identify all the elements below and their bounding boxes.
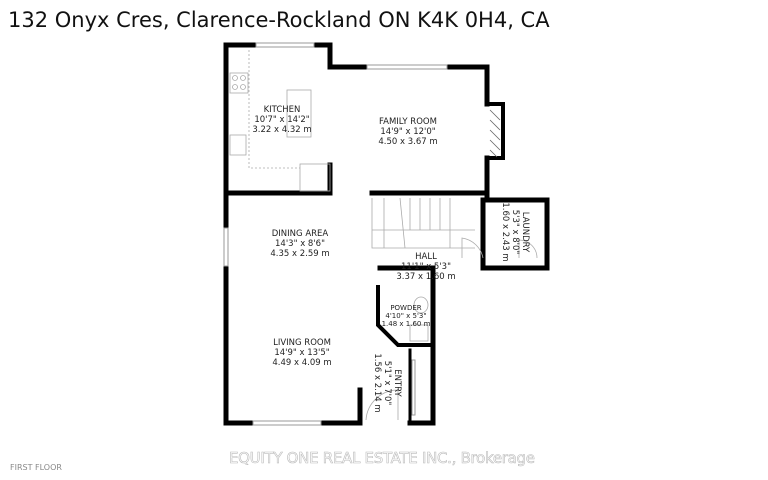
floor-label: FIRST FLOOR xyxy=(10,463,62,472)
room-dimensions-imperial: 4'10" x 5'3" xyxy=(385,312,426,320)
room-dimensions-imperial: 14'3" x 8'6" xyxy=(275,239,325,249)
room-name: DINING AREA xyxy=(272,229,329,239)
room-dimensions-metric: 1.60 x 2.43 m xyxy=(500,202,510,261)
room-name: POWDER xyxy=(390,304,421,312)
brokerage-watermark: EQUITY ONE REAL ESTATE INC., Brokerage xyxy=(229,449,536,468)
room-dimensions-metric: 4.35 x 2.59 m xyxy=(270,249,329,259)
room-dimensions-metric: 3.37 x 1.60 m xyxy=(396,272,455,282)
room-dimensions-metric: 1.56 x 2.14 m xyxy=(372,353,382,412)
room-dimensions-imperial: 10'7" x 14'2" xyxy=(254,115,309,125)
room-dimensions-metric: 4.49 x 4.09 m xyxy=(272,358,331,368)
room-labels: KITCHEN 10'7" x 14'2" 3.22 x 4.32 m FAMI… xyxy=(252,105,530,413)
windows xyxy=(223,42,448,426)
room-dimensions-imperial: 5'1" x 7'0" xyxy=(382,361,392,406)
room-dimensions-metric: 3.22 x 4.32 m xyxy=(252,125,311,135)
listing-address-title: 132 Onyx Cres, Clarence-Rockland ON K4K … xyxy=(8,8,550,32)
room-name: ENTRY xyxy=(392,369,402,397)
room-name: HALL xyxy=(415,252,437,262)
room-name: FAMILY ROOM xyxy=(379,117,437,127)
room-dimensions-metric: 1.48 x 1.60 m xyxy=(382,320,431,328)
room-dimensions-imperial: 14'9" x 13'5" xyxy=(274,348,329,358)
room-dimensions-imperial: 11'1" x 5'3" xyxy=(401,262,451,272)
room-dimensions-imperial: 14'9" x 12'0" xyxy=(380,127,435,137)
room-dimensions-imperial: 5'3" x 8'0" xyxy=(510,210,520,255)
room-name: LIVING ROOM xyxy=(273,338,331,348)
room-name: KITCHEN xyxy=(264,105,301,115)
room-name: LAUNDRY xyxy=(520,212,530,253)
room-dimensions-metric: 4.50 x 3.67 m xyxy=(378,137,437,147)
fixtures xyxy=(229,50,538,421)
